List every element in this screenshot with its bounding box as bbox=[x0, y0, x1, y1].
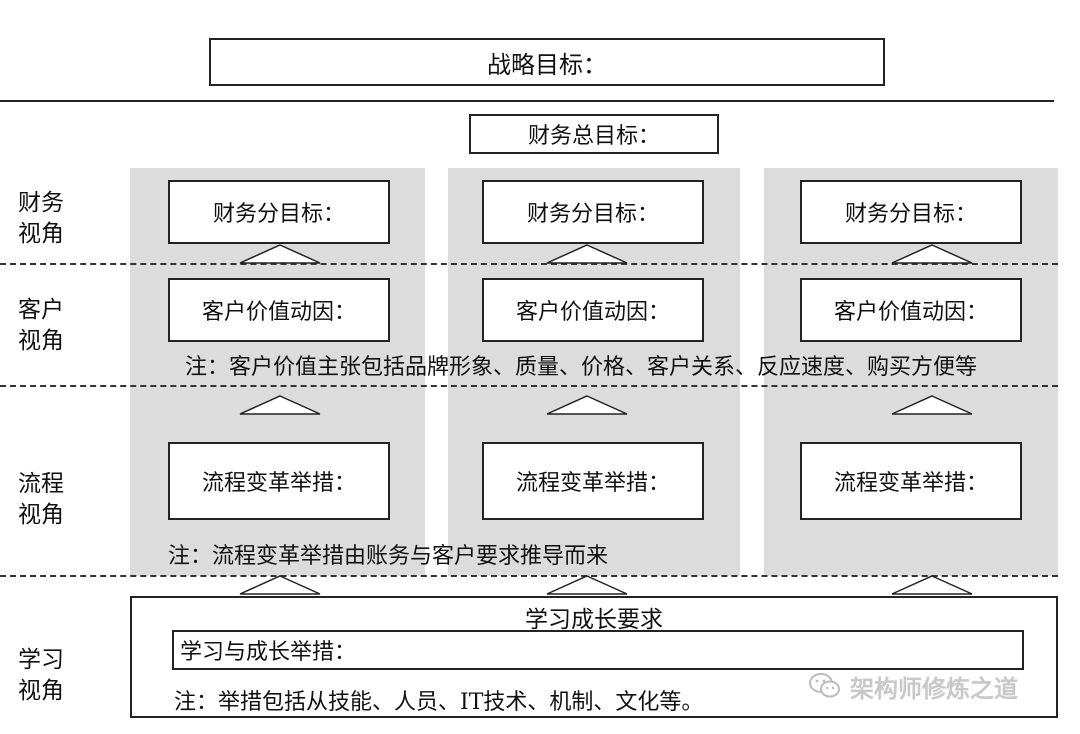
learning-perspective-line2: 视角 bbox=[18, 678, 64, 704]
watermark-text: 架构师修炼之道 bbox=[850, 674, 1018, 703]
divider-finance-customer bbox=[0, 263, 1058, 265]
process-measure-box-2: 流程变革举措： bbox=[482, 442, 704, 520]
finance-subgoal-box-3: 财务分目标： bbox=[800, 180, 1022, 244]
watermark: 架构师修炼之道 bbox=[808, 668, 1048, 704]
divider-process-learning bbox=[0, 575, 1058, 577]
learning-measures-box: 学习与成长举措： bbox=[172, 630, 1024, 670]
customer-perspective-line2: 视角 bbox=[18, 328, 64, 354]
finance-subgoal-box-2: 财务分目标： bbox=[482, 180, 704, 244]
customer-driver-label-3: 客户价值动因： bbox=[833, 300, 988, 325]
arrow-triangle-icon bbox=[546, 244, 628, 264]
customer-driver-box-2: 客户价值动因： bbox=[482, 278, 704, 342]
finance-perspective-line1: 财务 bbox=[18, 190, 64, 216]
finance-subgoal-label-2: 财务分目标： bbox=[526, 202, 659, 227]
process-measure-label-1: 流程变革举措： bbox=[201, 471, 356, 496]
process-perspective-line1: 流程 bbox=[18, 471, 64, 497]
wechat-icon bbox=[808, 671, 842, 701]
customer-perspective-label: 客户 视角 bbox=[18, 295, 78, 357]
arrow-triangle-icon bbox=[891, 395, 973, 415]
arrow-triangle-icon bbox=[891, 244, 973, 264]
process-measure-box-3: 流程变革举措： bbox=[800, 442, 1022, 520]
process-note: 注：流程变革举措由账务与客户要求推导而来 bbox=[168, 544, 609, 569]
strategy-goal-box: 战略目标： bbox=[209, 38, 885, 86]
finance-total-goal-label: 财务总目标： bbox=[527, 124, 660, 149]
process-perspective-label: 流程 视角 bbox=[18, 469, 78, 531]
arrow-triangle-icon bbox=[546, 395, 628, 415]
process-measure-box-1: 流程变革举措： bbox=[168, 442, 390, 520]
customer-note: 注：客户价值主张包括品牌形象、质量、价格、客户关系、反应速度、购买方便等 bbox=[185, 355, 978, 380]
customer-driver-label-1: 客户价值动因： bbox=[201, 300, 356, 325]
arrow-triangle-icon bbox=[546, 575, 628, 595]
learning-measures-label: 学习与成长举措： bbox=[180, 640, 357, 665]
process-perspective-line2: 视角 bbox=[18, 502, 64, 528]
process-measure-label-2: 流程变革举措： bbox=[515, 471, 670, 496]
customer-driver-box-1: 客户价值动因： bbox=[168, 278, 390, 342]
learning-perspective-label: 学习 视角 bbox=[18, 645, 78, 707]
process-measure-label-3: 流程变革举措： bbox=[833, 471, 988, 496]
finance-subgoal-box-1: 财务分目标： bbox=[168, 180, 390, 244]
learning-growth-box: 学习成长要求 学习与成长举措： 注：举措包括从技能、人员、IT技术、机制、文化等… bbox=[130, 596, 1058, 718]
arrow-triangle-icon bbox=[239, 244, 321, 264]
arrow-triangle-icon bbox=[891, 575, 973, 595]
customer-perspective-line1: 客户 bbox=[18, 297, 64, 323]
divider-customer-process bbox=[0, 385, 1058, 387]
finance-subgoal-label-3: 财务分目标： bbox=[844, 202, 977, 227]
finance-perspective-line2: 视角 bbox=[18, 221, 64, 247]
finance-perspective-label: 财务 视角 bbox=[18, 188, 78, 250]
top-divider bbox=[0, 100, 1054, 102]
learning-growth-title: 学习成长要求 bbox=[525, 607, 663, 633]
learning-note: 注：举措包括从技能、人员、IT技术、机制、文化等。 bbox=[174, 690, 704, 715]
arrow-triangle-icon bbox=[239, 395, 321, 415]
arrow-triangle-icon bbox=[239, 575, 321, 595]
finance-total-goal-box: 财务总目标： bbox=[469, 114, 719, 154]
customer-driver-label-2: 客户价值动因： bbox=[515, 300, 670, 325]
customer-driver-box-3: 客户价值动因： bbox=[800, 278, 1022, 342]
strategy-goal-label: 战略目标： bbox=[487, 50, 607, 79]
learning-perspective-line1: 学习 bbox=[18, 647, 64, 673]
finance-subgoal-label-1: 财务分目标： bbox=[212, 202, 345, 227]
